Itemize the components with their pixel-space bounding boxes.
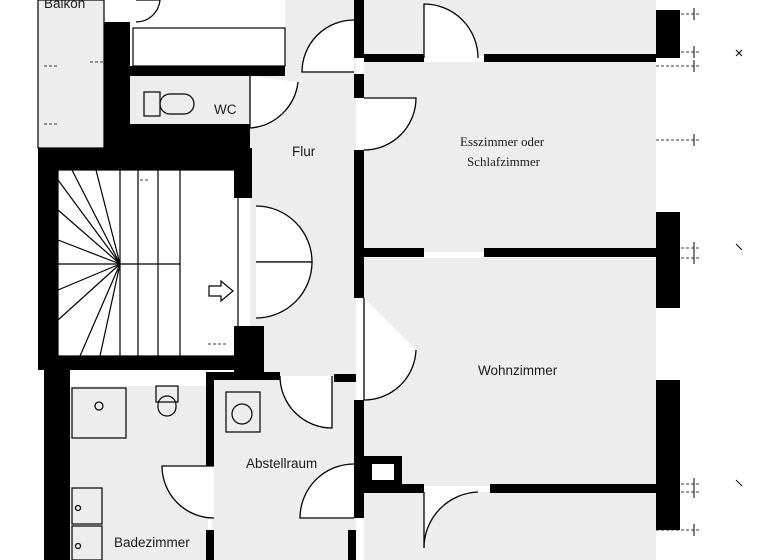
wall	[348, 530, 356, 560]
kitchen-counter	[133, 28, 285, 66]
stair-step	[71, 169, 121, 265]
dimension-line	[44, 61, 230, 383]
door-swing	[363, 298, 417, 401]
stair-outline	[57, 169, 239, 357]
room-label-flur: Flur	[292, 144, 316, 159]
wall	[38, 148, 58, 370]
wall	[364, 248, 424, 257]
stair-step	[57, 263, 121, 321]
shower-tray	[71, 387, 127, 439]
wall	[490, 484, 656, 493]
arrow-right-icon	[208, 279, 234, 303]
wall	[656, 212, 680, 308]
dimension-line	[656, 13, 700, 531]
wall	[364, 484, 424, 493]
wall	[354, 150, 364, 298]
room-label-wohnzimmer: Wohnzimmer	[478, 363, 558, 378]
door-swing	[363, 97, 417, 151]
dimension-marks	[44, 8, 743, 536]
walls	[38, 0, 680, 560]
washbasin	[71, 525, 103, 560]
wall	[44, 370, 70, 560]
room-label-wc: WC	[214, 102, 237, 117]
door-swing	[135, 0, 161, 23]
dimension-tick	[735, 49, 743, 487]
stair-step	[57, 209, 121, 265]
wall	[234, 148, 252, 198]
kitchen-counter-outline	[132, 27, 286, 67]
toilet-bowl	[159, 93, 195, 115]
wall	[38, 356, 264, 370]
wall	[354, 74, 364, 98]
door-swing	[255, 261, 313, 319]
room-labels: Balkon WC Flur Esszimmer oder Schlafzimm…	[44, 0, 558, 550]
washing-machine	[225, 391, 261, 433]
staircase	[57, 169, 239, 357]
door-swing	[255, 205, 313, 263]
door-swing	[423, 3, 479, 59]
wall	[354, 400, 364, 518]
drain-icon	[94, 401, 104, 411]
stair-step	[57, 263, 121, 291]
room-label-balkon: Balkon	[44, 0, 85, 11]
wall	[104, 124, 250, 148]
toilet-bowl	[157, 395, 177, 417]
door-swing	[423, 491, 479, 549]
wall	[38, 148, 250, 170]
lower-room-floor	[364, 492, 656, 560]
wall	[130, 66, 285, 76]
washbasin	[71, 487, 103, 525]
balkon-floor	[38, 0, 104, 148]
wall	[206, 380, 214, 466]
stair-step	[79, 263, 121, 357]
esszimmer-floor	[364, 62, 656, 252]
door-swing	[249, 76, 299, 129]
wall	[484, 54, 656, 62]
upper-room-floor	[364, 0, 656, 56]
wall	[334, 374, 356, 382]
doors	[135, 0, 479, 549]
stair-step	[57, 239, 121, 265]
wall	[206, 372, 280, 380]
wall	[656, 380, 680, 530]
fixtures	[37, 0, 261, 560]
tap-icon	[74, 542, 82, 550]
door-swing	[279, 375, 333, 429]
wall	[354, 0, 364, 58]
tap-icon	[74, 504, 82, 512]
door-swing	[301, 19, 355, 73]
wohnzimmer-floor	[364, 258, 656, 486]
wall	[206, 530, 214, 560]
wall	[656, 10, 680, 58]
washing-machine-drum-icon	[231, 403, 253, 425]
balcony-railing	[37, 0, 105, 149]
stair-step	[95, 169, 121, 265]
door-swing	[161, 465, 215, 519]
wall	[104, 22, 130, 66]
room-label-esszimmer-line2: Schlafzimmer	[467, 154, 541, 169]
room-label-esszimmer-line1: Esszimmer oder	[460, 134, 545, 149]
stair-step	[99, 263, 121, 357]
toilet-tank	[155, 385, 179, 403]
room-label-abstellraum: Abstellraum	[246, 456, 317, 471]
wall	[364, 54, 424, 62]
stair-step	[57, 179, 121, 265]
door-swing	[299, 463, 355, 519]
wall-opening	[372, 464, 394, 480]
room-label-badezimmer: Badezimmer	[114, 535, 190, 550]
wall	[484, 248, 656, 257]
